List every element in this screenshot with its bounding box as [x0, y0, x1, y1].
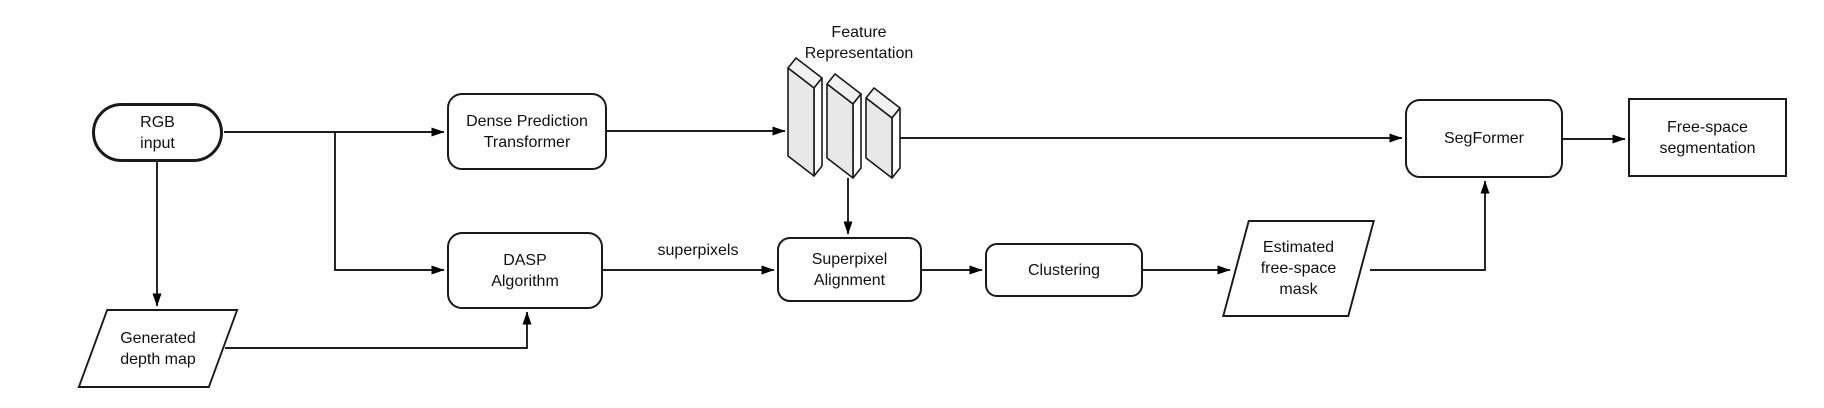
node-label: Clustering — [1027, 261, 1101, 279]
estimated-free-space-mask-node: Estimated free-space mask — [1222, 220, 1375, 317]
node-label: DASP Algorithm — [491, 251, 559, 290]
node-label: Superpixel Alignment — [811, 250, 888, 289]
node-label: Free-space segmentation — [1659, 118, 1756, 157]
node-label: Dense Prediction Transformer — [466, 112, 588, 151]
clustering-node: Clustering — [985, 243, 1143, 297]
node-label: RGB input — [140, 113, 175, 152]
feature-map-slab — [787, 57, 823, 177]
connector-rgb-to-dasp-algorithm — [334, 132, 445, 275]
node-label: Generated depth map — [120, 329, 196, 368]
generated-depth-map-node: Generated depth map — [77, 309, 239, 388]
node-label: Estimated free-space mask — [1260, 239, 1337, 298]
dasp-algorithm-node: DASP Algorithm — [447, 232, 603, 309]
dense-prediction-transformer-node: Dense Prediction Transformer — [447, 93, 607, 170]
superpixel-alignment-node: Superpixel Alignment — [777, 237, 922, 302]
feature-map-slab — [865, 87, 901, 179]
free-space-segmentation-node: Free-space segmentation — [1628, 98, 1787, 177]
segformer-node: SegFormer — [1405, 99, 1563, 178]
feature-maps-icon — [787, 57, 901, 179]
superpixels-edge-label: superpixels — [657, 242, 739, 259]
rgb-input-node: RGB input — [92, 103, 223, 162]
feature-map-slab — [826, 73, 862, 179]
connector-estimated-mask-to-segformer — [1370, 180, 1490, 271]
node-label: SegFormer — [1443, 130, 1525, 147]
connector-depth-map-to-dasp-algorithm — [225, 311, 532, 349]
feature-representation-label: Feature Representation — [804, 24, 914, 62]
